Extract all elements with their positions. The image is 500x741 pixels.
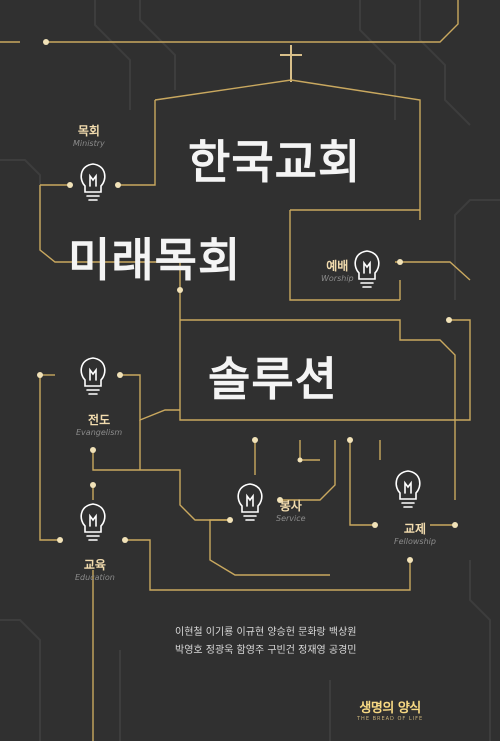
author-line-1: 이현철 이기룡 이규현 양승헌 문화랑 백상원 <box>175 627 357 638</box>
label-evangelism: 전도 Evangelism <box>76 411 122 437</box>
label-worship-ko: 예배 <box>326 259 349 273</box>
label-service: 봉사 Service <box>276 497 306 523</box>
title-line-3: 솔루션 <box>208 352 338 406</box>
lightbulb-icon <box>80 163 106 201</box>
label-ministry: 목회 Ministry <box>73 122 105 148</box>
label-worship: 예배 Worship <box>321 257 354 283</box>
label-service-ko: 봉사 <box>279 499 302 513</box>
title-line-2: 미래목회 <box>68 233 242 287</box>
cross-icon <box>280 45 302 82</box>
label-ministry-ko: 목회 <box>77 124 100 138</box>
lightbulb-icon <box>80 357 106 395</box>
label-evangelism-en: Evangelism <box>76 428 123 437</box>
label-service-en: Service <box>276 514 306 523</box>
publisher-tagline: THE BREAD OF LIFE <box>357 716 424 722</box>
title-line-1: 한국교회 <box>188 135 362 189</box>
label-education: 교육 Education <box>75 556 115 582</box>
label-education-en: Education <box>75 573 115 582</box>
author-list: 이현철 이기룡 이규현 양승헌 문화랑 백상원 박영호 정광욱 함영주 구빈건 … <box>175 624 357 660</box>
label-education-ko: 교육 <box>83 558 106 572</box>
lightbulb-icon <box>354 250 380 288</box>
label-evangelism-ko: 전도 <box>88 413 111 427</box>
publisher-logo: 생명의 양식 THE BREAD OF LIFE <box>357 697 423 722</box>
label-worship-en: Worship <box>321 274 354 283</box>
label-fellowship-en: Fellowship <box>394 537 436 546</box>
label-ministry-en: Ministry <box>73 139 105 148</box>
label-fellowship: 교제 Fellowship <box>394 520 436 546</box>
lightbulb-icon <box>80 503 106 541</box>
lightbulb-icon <box>237 483 263 521</box>
label-fellowship-ko: 교제 <box>403 522 427 536</box>
publisher-name: 생명의 양식 <box>359 701 421 716</box>
lightbulb-icon <box>395 470 421 508</box>
author-line-2: 박영호 정광욱 함영주 구빈건 정재영 공경민 <box>175 645 357 656</box>
